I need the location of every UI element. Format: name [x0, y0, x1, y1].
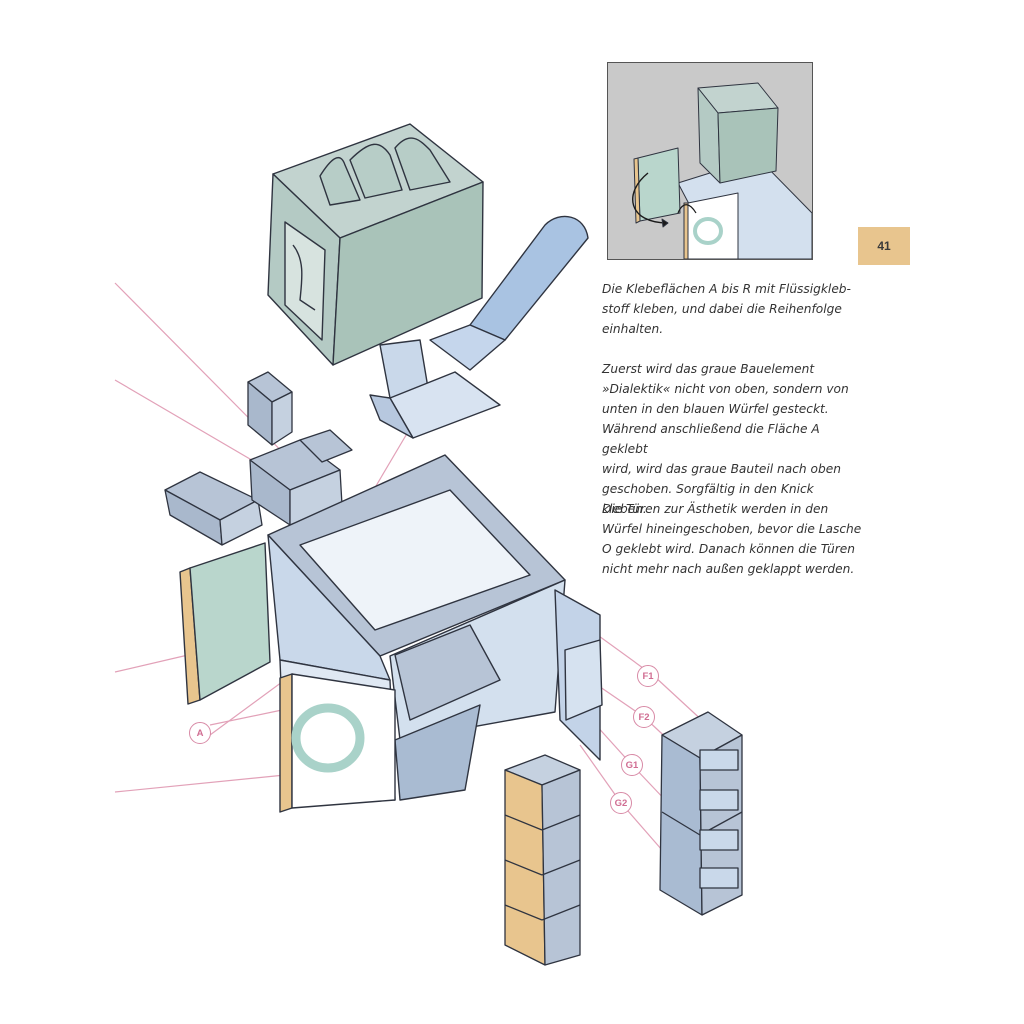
callout-g1: G1 — [621, 754, 643, 776]
callout-f1: F1 — [637, 665, 659, 687]
inset-detail-image — [607, 62, 813, 260]
drawer-stack-right — [659, 711, 743, 916]
page-number-tab: 41 — [858, 227, 910, 265]
callout-g2: G2 — [610, 792, 632, 814]
callout-a: A — [189, 722, 211, 744]
white-door — [279, 673, 396, 813]
instruction-paragraph-3: Die Türen zur Ästhetik werden in den Wür… — [602, 502, 862, 576]
instruction-paragraph-2: Zuerst wird das graue Bauelement »Dialek… — [602, 362, 849, 516]
small-blocks — [164, 371, 353, 546]
green-door — [179, 542, 271, 705]
drawer-stack-left — [504, 754, 581, 966]
top-dialektik-box — [267, 123, 484, 366]
instruction-paragraph-1: Die Klebeflächen A bis R mit Flüssigkleb… — [602, 282, 851, 336]
blue-arm-part — [369, 215, 589, 439]
callout-f2: F2 — [633, 706, 655, 728]
page-number: 41 — [877, 239, 891, 253]
main-blue-cube — [267, 454, 603, 801]
